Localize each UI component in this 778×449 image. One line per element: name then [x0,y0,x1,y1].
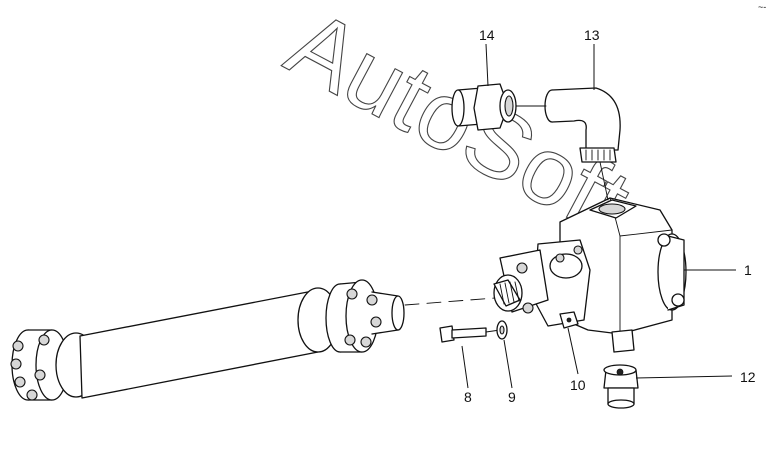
drive-shaft [10,279,496,401]
leader-lines [461,43,736,389]
callout-8: 8 [464,389,472,405]
union-14 [451,83,547,131]
callout-10: 10 [570,377,586,393]
callout-14: 14 [479,27,495,43]
callout-1: 1 [744,262,752,278]
nut-10 [559,311,579,329]
spline-lines [499,281,520,305]
right-flange-bolts [344,288,382,348]
left-flange-bolts [10,334,50,401]
fitting-12 [603,364,639,409]
corner-mark: ~- [758,2,766,12]
callout-13: 13 [584,27,600,43]
pump-body [493,197,687,353]
bolt-8 [439,325,501,343]
elbow-13 [544,87,621,201]
callout-12: 12 [740,369,756,385]
callout-9: 9 [508,389,516,405]
washer-9 [496,320,508,340]
